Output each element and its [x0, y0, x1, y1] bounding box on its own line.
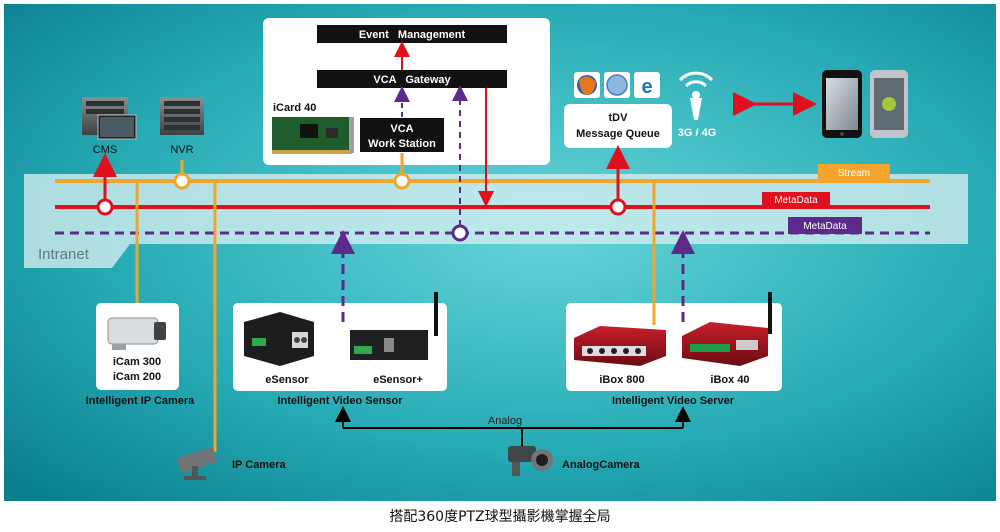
nvr-server-icon	[160, 97, 204, 135]
icard-board	[272, 117, 354, 154]
tdv-label-2: Message Queue	[576, 128, 660, 140]
nvr-stream-node	[173, 172, 191, 190]
svg-text:e: e	[641, 76, 652, 98]
nvr-label: NVR	[170, 144, 193, 156]
server-group-label: Intelligent Video Server	[612, 395, 735, 407]
cms-server-icon	[82, 97, 137, 140]
internet-explorer-icon: e	[634, 72, 660, 98]
cms-metadata-node	[96, 198, 114, 216]
cms-label: CMS	[93, 144, 117, 156]
tdv-box	[564, 104, 672, 148]
figure-caption: 搭配360度PTZ球型攝影機掌握全局	[389, 509, 611, 525]
stream-tag	[818, 164, 890, 181]
intranet-label: Intranet	[38, 246, 90, 263]
metadata-purple-tag-label: MetaData	[803, 221, 847, 232]
safari-icon	[604, 72, 630, 98]
sensor-group-label: Intelligent Video Sensor	[277, 395, 403, 407]
browser-icons: e	[574, 72, 660, 98]
ibox800-label: iBox 800	[599, 374, 644, 386]
vca-workstation-label-2: Work Station	[368, 138, 436, 150]
tdv-label-1: tDV	[609, 112, 629, 124]
icam-group-label: Intelligent IP Camera	[86, 395, 195, 407]
vca-workstation-label-1: VCA	[390, 123, 413, 135]
ibox800-device-icon	[574, 326, 666, 366]
ibox40-label: iBox 40	[710, 374, 749, 386]
vca-gateway-block	[317, 70, 507, 88]
esensor-plus-label: eSensor+	[373, 374, 423, 386]
stream-tag-label: Stream	[838, 168, 870, 179]
icam-label-1: iCam 300	[113, 356, 161, 368]
analog-camera-icon	[508, 446, 553, 476]
mobile-network-label: 3G / 4G	[678, 127, 717, 139]
metadata-red-tag-label: MetaData	[774, 195, 818, 206]
metadata-red-tag	[762, 192, 830, 207]
workstation-stream-node	[393, 172, 411, 190]
icam-camera-icon	[107, 317, 166, 350]
icam-label-2: iCam 200	[113, 371, 161, 383]
firefox-icon	[574, 72, 600, 98]
icard-label: iCard 40	[273, 102, 316, 114]
esensor-device-icon	[244, 312, 314, 366]
vca-gateway-label: VCA Gateway	[373, 74, 451, 86]
intranet-band	[24, 174, 968, 268]
event-management-block	[317, 25, 507, 43]
event-management-label: Event Management	[359, 29, 466, 41]
ip-camera-label: IP Camera	[232, 459, 286, 471]
smartphone-icon	[822, 70, 862, 138]
vca-workstation-block	[360, 118, 444, 152]
tdv-metadata-node	[609, 198, 627, 216]
esensor-label: eSensor	[265, 374, 309, 386]
metadata-purple-tag	[788, 217, 862, 234]
gateway-purple-node	[451, 224, 469, 242]
antenna-icon	[678, 71, 714, 120]
android-phone-icon	[870, 70, 908, 138]
analog-camera-label: AnalogCamera	[562, 459, 641, 471]
ibox40-device-icon	[682, 292, 772, 366]
ip-camera-icon	[177, 447, 217, 480]
analog-label: Analog	[488, 415, 522, 427]
esensor-plus-device-icon	[350, 292, 438, 360]
